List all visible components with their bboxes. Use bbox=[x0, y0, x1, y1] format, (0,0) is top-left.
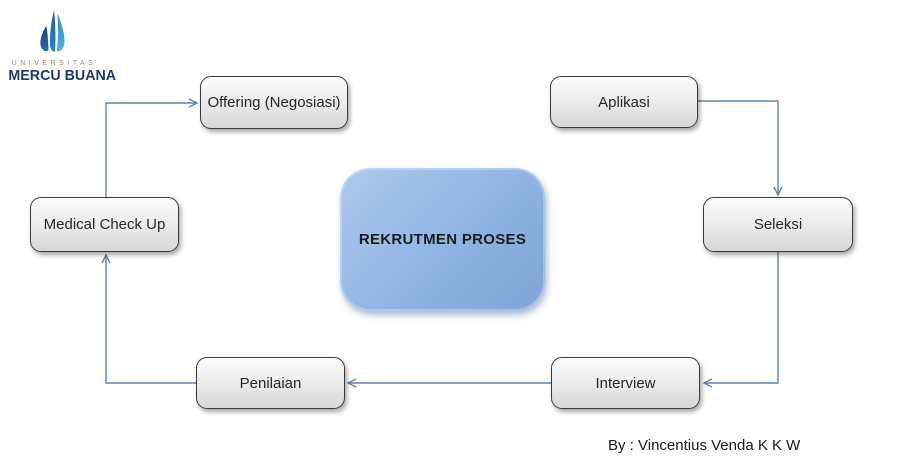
connector-aplikasi-seleksi bbox=[698, 100, 783, 197]
node-offering-negosiasi: Offering (Negosiasi) bbox=[200, 76, 348, 129]
node-interview: Interview bbox=[551, 357, 700, 409]
node-label: Medical Check Up bbox=[43, 216, 166, 233]
node-rekrutmen-proses: REKRUTMEN PROSES bbox=[340, 168, 545, 311]
connector-medical-offering bbox=[105, 98, 199, 197]
connector-seleksi-interview bbox=[702, 252, 779, 388]
node-label: Interview bbox=[595, 374, 656, 392]
university-logo: UNIVERSITAS MERCU BUANA bbox=[6, 5, 117, 84]
node-label: Offering (Negosiasi) bbox=[207, 94, 341, 111]
water-drop-icon bbox=[40, 10, 65, 52]
node-label: Penilaian bbox=[239, 374, 302, 392]
connector-penilaian-medical bbox=[101, 253, 196, 384]
node-medical-check-up: Medical Check Up bbox=[30, 197, 179, 252]
node-label: Seleksi bbox=[753, 216, 803, 233]
node-aplikasi: Aplikasi bbox=[550, 76, 698, 128]
logo-universitas-text: UNIVERSITAS bbox=[11, 60, 97, 67]
node-seleksi: Seleksi bbox=[703, 197, 853, 252]
center-node-label: REKRUTMEN PROSES bbox=[358, 231, 527, 248]
logo-university-name: MERCU BUANA bbox=[8, 67, 117, 84]
node-label: Aplikasi bbox=[598, 93, 650, 111]
author-credit: By : Vincentius Venda K K W bbox=[608, 437, 801, 454]
node-penilaian: Penilaian bbox=[196, 357, 345, 409]
